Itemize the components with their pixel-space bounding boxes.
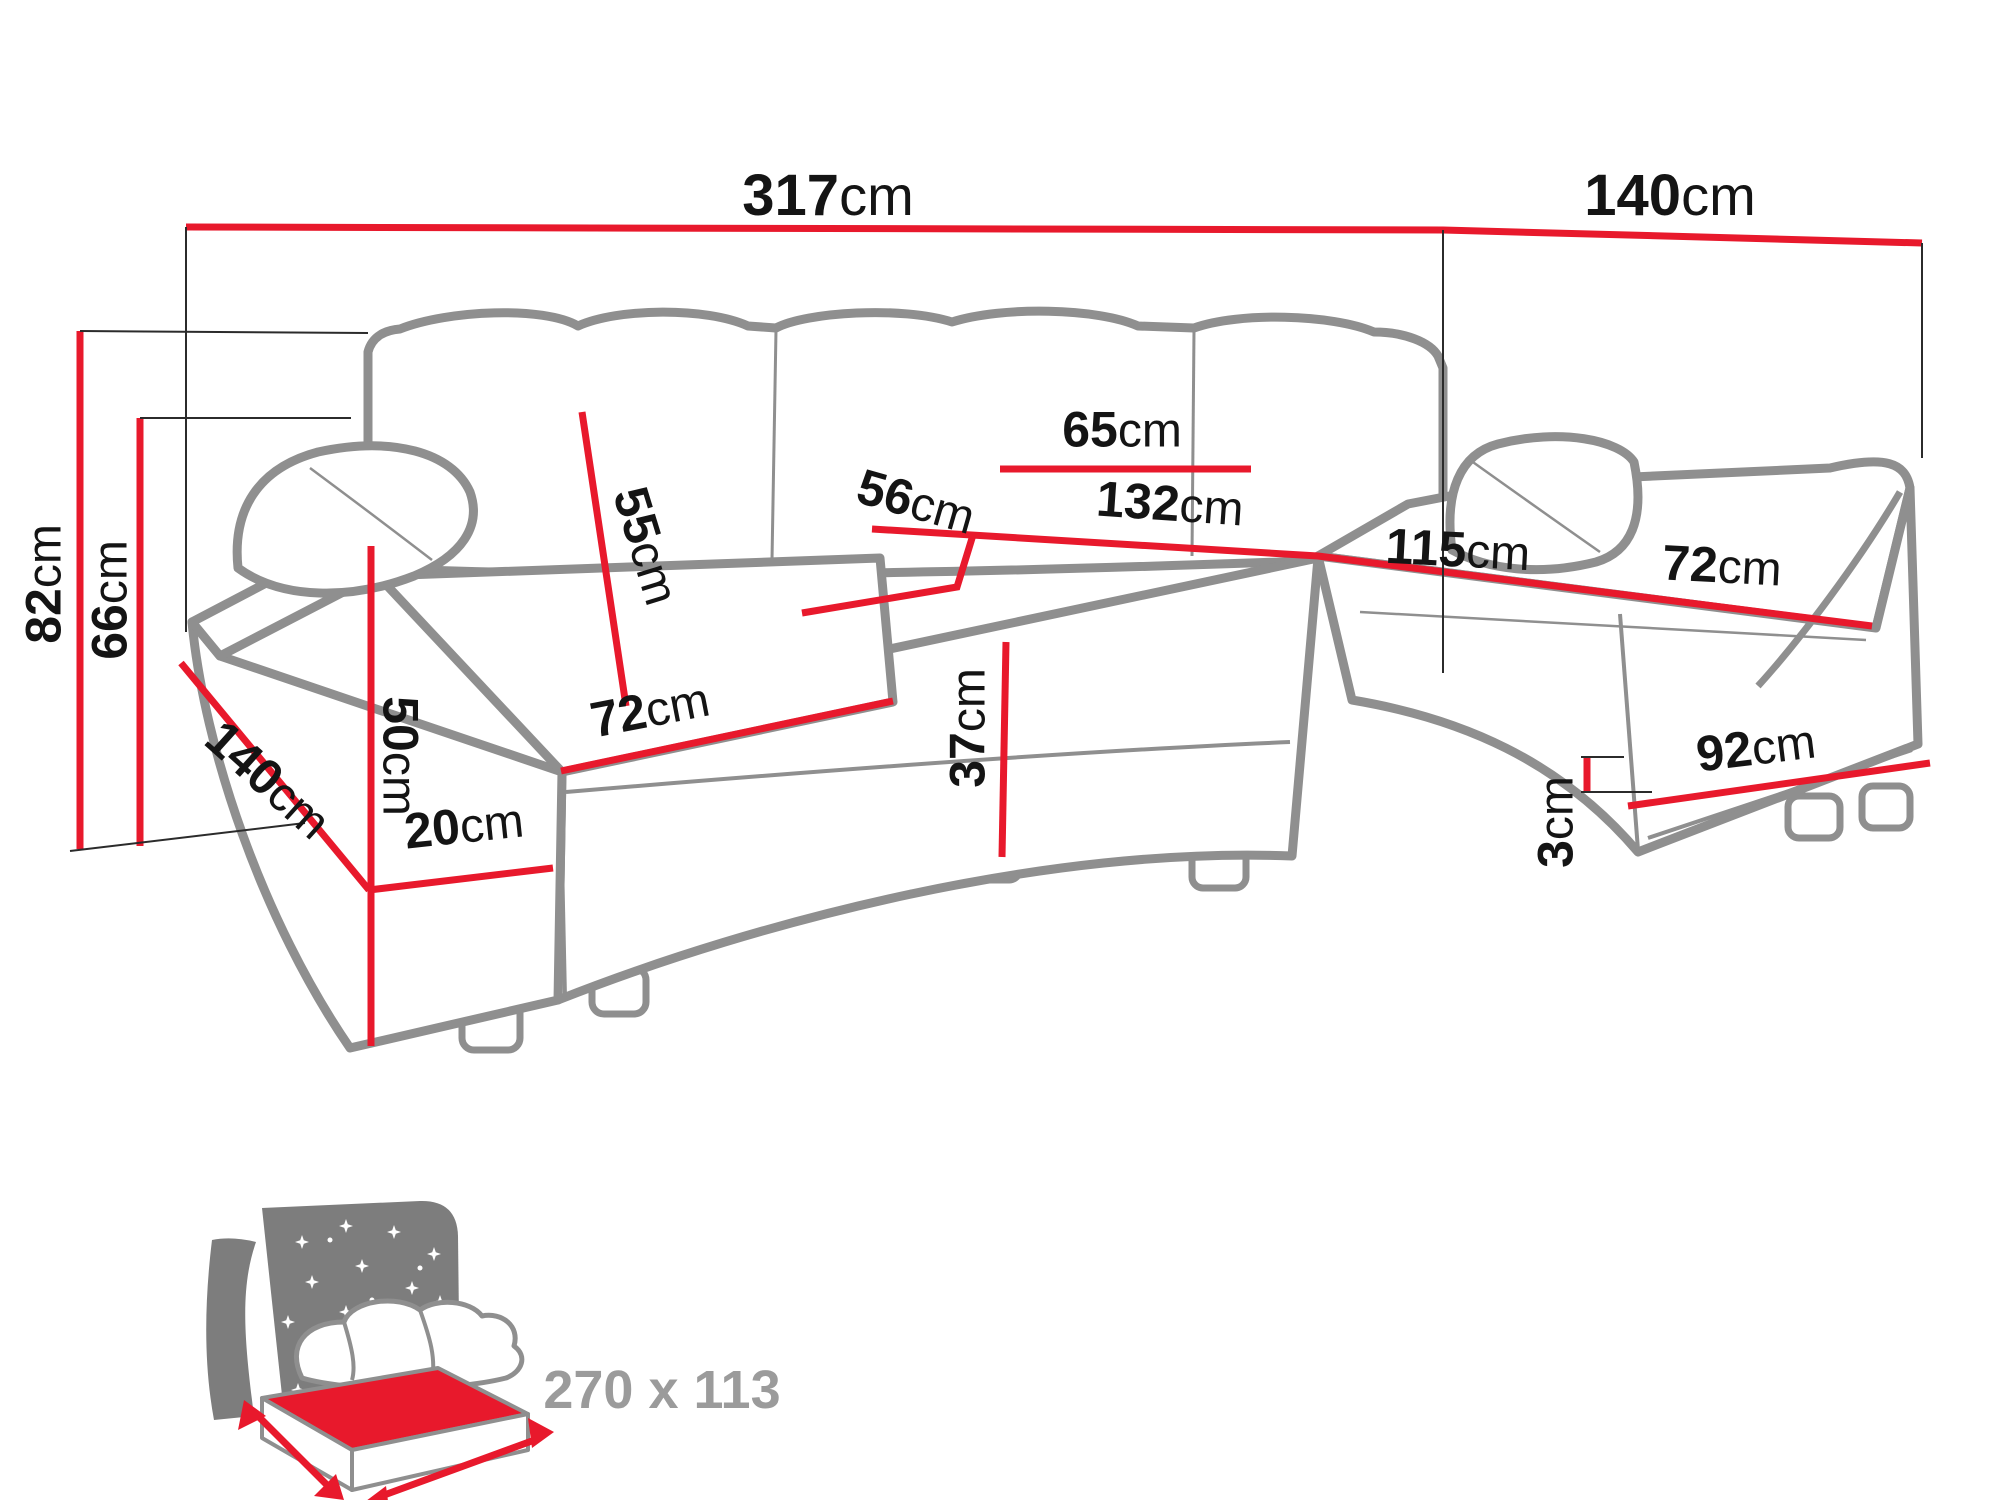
bed-size-label: 270 x 113 <box>543 1360 781 1420</box>
sofa-seams <box>309 329 1913 999</box>
dim-label-center-seat-width: 132cm <box>1094 470 1246 537</box>
dim-line-total-width <box>185 223 1923 247</box>
dim-line-armrest-width <box>368 864 554 894</box>
mattress-front-face <box>350 1412 530 1492</box>
dim-label-center-cushion: 65cm <box>1062 401 1182 458</box>
sleep-function-bed-icon <box>206 1200 554 1500</box>
dim-label-leg-height: 3cm <box>1527 776 1584 868</box>
dim-label-seat-back-height: 66cm <box>81 540 138 660</box>
backrest <box>363 306 1448 579</box>
dim-label-corner-seat-width: 115cm <box>1384 517 1532 582</box>
night-swoosh <box>206 1238 256 1420</box>
center-base <box>553 553 1323 1005</box>
dim-line-right-chaise-depth <box>1627 759 1931 810</box>
dim-line-left-chaise-depth <box>178 660 372 893</box>
dim-label-armrest-width: 20cm <box>401 794 527 860</box>
sofa-body <box>187 306 1923 1053</box>
dim-label-total-height: 82cm <box>15 524 72 644</box>
dim-label-base-height: 37cm <box>939 668 996 788</box>
dim-label-right-depth-top: 140cm <box>1584 163 1756 228</box>
dim-label-right-chaise-width: 72cm <box>1660 534 1784 597</box>
dim-line-left-chaise-width <box>560 697 894 775</box>
corner-pillow <box>1445 432 1643 575</box>
left-pillow <box>232 441 478 598</box>
right-chaise-base <box>1313 483 1923 857</box>
dim-label-armrest-height: 50cm <box>372 696 429 816</box>
construction-lines <box>69 227 1923 852</box>
dim-line-seat-band <box>871 525 1873 630</box>
dim-line-base-height <box>998 641 1010 858</box>
bed-size-arrows <box>238 1400 554 1500</box>
dim-line-seat-depth <box>801 533 977 617</box>
dim-line-back-cushion <box>578 411 630 707</box>
dim-label-total-width: 317cm <box>742 163 914 228</box>
